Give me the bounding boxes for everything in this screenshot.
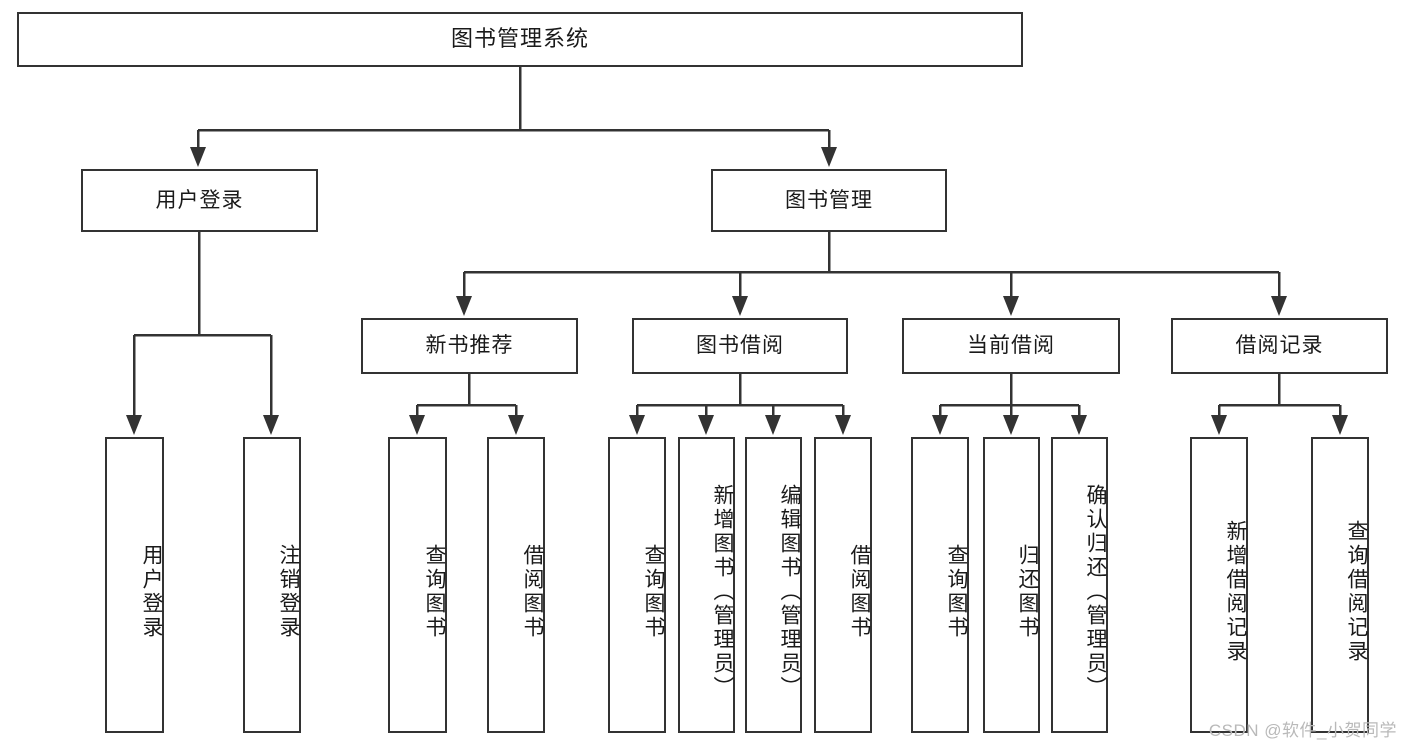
node-label: 借阅图书 <box>848 544 871 640</box>
node-book-manage[interactable]: 图书管理 <box>711 169 947 232</box>
node-leaf-query-book-1[interactable]: 查询图书 <box>388 437 447 733</box>
node-label: 查询图书 <box>423 544 446 640</box>
node-label: 用户登录 <box>155 188 244 212</box>
node-book-borrow[interactable]: 图书借阅 <box>632 318 848 374</box>
node-label: 确认归还（管理员） <box>1084 484 1107 700</box>
csdn-watermark: CSDN @软件_小贺同学 <box>1208 721 1397 740</box>
node-label: 编辑图书（管理员） <box>778 484 801 700</box>
node-leaf-logout[interactable]: 注销登录 <box>243 437 301 733</box>
node-leaf-query-book-2[interactable]: 查询图书 <box>608 437 666 733</box>
node-label: 新书推荐 <box>425 334 514 358</box>
node-label: 图书管理系统 <box>450 26 589 52</box>
node-label: 新增借阅记录 <box>1224 520 1247 664</box>
node-leaf-borrow-book-1[interactable]: 借阅图书 <box>487 437 545 733</box>
node-leaf-query-record[interactable]: 查询借阅记录 <box>1311 437 1369 733</box>
node-label: 借阅图书 <box>521 544 544 640</box>
node-label: 归还图书 <box>1016 544 1039 640</box>
node-label: 新增图书（管理员） <box>711 484 734 700</box>
node-label: 图书借阅 <box>696 334 784 358</box>
node-leaf-query-book-3[interactable]: 查询图书 <box>911 437 969 733</box>
node-leaf-edit-book[interactable]: 编辑图书（管理员） <box>745 437 802 733</box>
node-new-book-rec[interactable]: 新书推荐 <box>361 318 578 374</box>
node-user-login[interactable]: 用户登录 <box>81 169 318 232</box>
node-leaf-return-book[interactable]: 归还图书 <box>983 437 1040 733</box>
node-leaf-add-book[interactable]: 新增图书（管理员） <box>678 437 735 733</box>
node-leaf-add-record[interactable]: 新增借阅记录 <box>1190 437 1248 733</box>
node-leaf-borrow-book-2[interactable]: 借阅图书 <box>814 437 872 733</box>
node-label: 注销登录 <box>277 544 300 640</box>
node-leaf-user-login[interactable]: 用户登录 <box>105 437 164 733</box>
node-label: 查询借阅记录 <box>1345 520 1368 664</box>
node-label: 用户登录 <box>140 544 163 640</box>
node-label: 查询图书 <box>642 544 665 640</box>
node-borrow-record[interactable]: 借阅记录 <box>1171 318 1388 374</box>
node-label: 借阅记录 <box>1235 334 1324 358</box>
node-leaf-confirm-return[interactable]: 确认归还（管理员） <box>1051 437 1108 733</box>
node-current-borrow[interactable]: 当前借阅 <box>902 318 1120 374</box>
node-label: 图书管理 <box>785 188 873 212</box>
node-label: 当前借阅 <box>967 334 1055 358</box>
node-label: 查询图书 <box>945 544 968 640</box>
node-root-图书管理系统[interactable]: 图书管理系统 <box>17 12 1023 67</box>
